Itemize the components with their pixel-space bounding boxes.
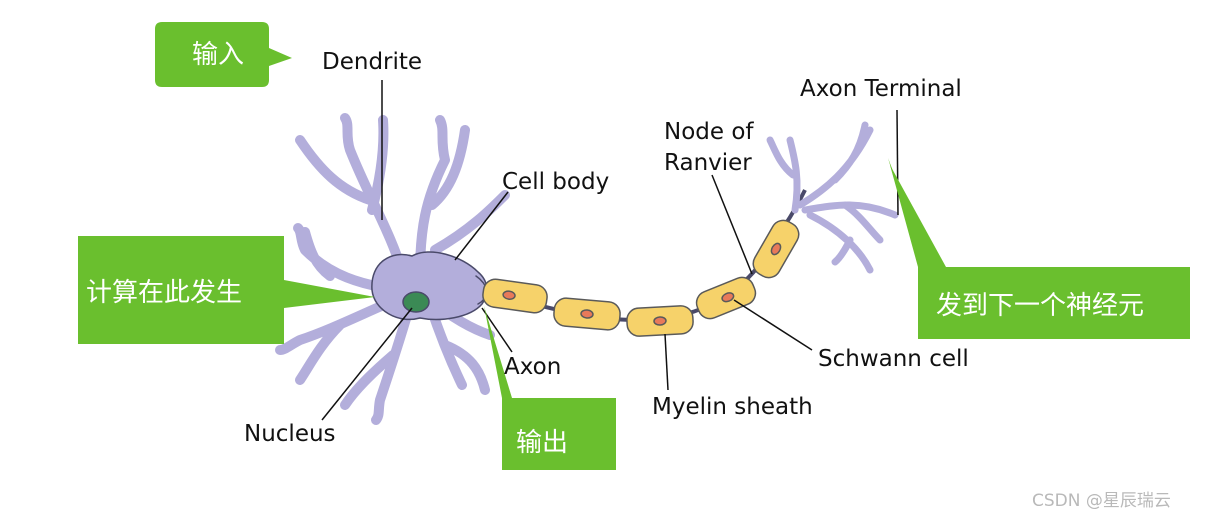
dendrite-branch <box>295 113 410 285</box>
callout-send: 发到下一个神经元 <box>888 158 1190 339</box>
label-nucleus: Nucleus <box>244 421 336 447</box>
label-ranvier: Ranvier <box>664 150 752 176</box>
myelin-segment <box>482 278 548 314</box>
axon-terminal-branches <box>766 121 899 274</box>
callout-input-text: 输入 <box>192 40 244 70</box>
myelin-segment <box>553 297 621 331</box>
label-cell-body: Cell body <box>502 169 609 195</box>
callout-send-text: 发到下一个神经元 <box>936 291 1144 321</box>
callout-output-text: 输出 <box>516 428 568 458</box>
myelin-segment <box>695 276 757 320</box>
label-myelin-sheath: Myelin sheath <box>652 394 813 420</box>
myelin-segment <box>752 219 800 279</box>
label-schwann-cell: Schwann cell <box>818 346 969 372</box>
myelin-segments <box>482 219 800 337</box>
callout-compute: 计算在此发生 <box>78 236 375 344</box>
callout-input: 输入 <box>155 22 292 87</box>
cell-body <box>371 251 488 321</box>
label-node-of: Node of <box>664 119 754 145</box>
callout-output: 输出 <box>484 306 616 470</box>
dendrite-branch <box>415 115 510 280</box>
leader-lines <box>321 80 899 421</box>
nucleus <box>402 291 430 313</box>
myelin-segment <box>626 305 694 337</box>
label-dendrite: Dendrite <box>322 49 422 75</box>
neuron-soma-group <box>275 113 510 425</box>
label-axon-terminal: Axon Terminal <box>800 76 962 102</box>
callout-compute-text: 计算在此发生 <box>86 278 242 308</box>
watermark: CSDN @星辰瑞云 <box>1032 491 1171 511</box>
label-axon: Axon <box>504 354 561 380</box>
